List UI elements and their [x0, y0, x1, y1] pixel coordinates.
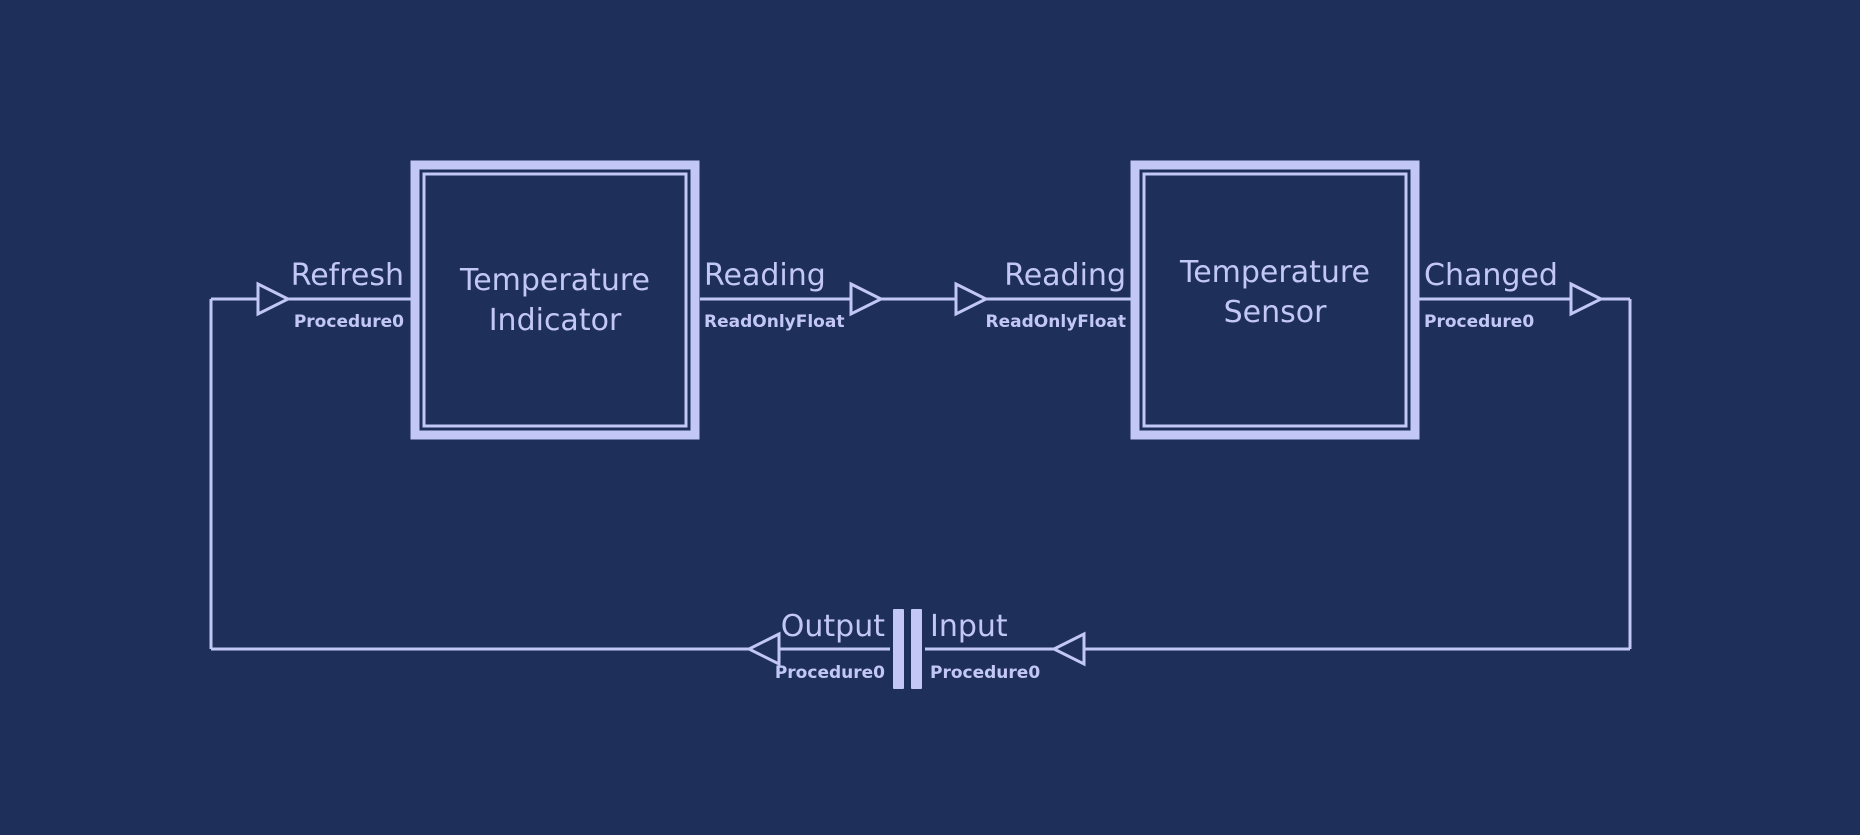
port-input[interactable]: Input Procedure0 [930, 609, 1040, 683]
node-indicator-outer-border [410, 160, 700, 440]
node-sensor-title-line1: Temperature [1179, 255, 1370, 290]
arrowhead-reading-second [954, 281, 990, 317]
arrowhead-reading-first [849, 281, 885, 317]
node-sensor-outer-border [1130, 160, 1420, 440]
port-input-type: Procedure0 [930, 663, 1040, 683]
arrowhead-changed [1569, 281, 1605, 317]
port-changed-label: Changed [1424, 258, 1558, 293]
arrowhead-output [745, 631, 781, 667]
connector-bar-left [893, 609, 904, 689]
port-output-type: Procedure0 [775, 663, 885, 683]
port-sensor-reading-label: Reading [1004, 258, 1126, 293]
arrowhead-input [1050, 631, 1086, 667]
node-temperature-sensor[interactable]: Temperature Sensor [1130, 160, 1420, 440]
port-changed-type: Procedure0 [1424, 312, 1534, 332]
port-indicator-reading-type: ReadOnlyFloat [704, 312, 844, 332]
port-input-label: Input [930, 609, 1008, 644]
port-indicator-reading-label: Reading [704, 258, 826, 293]
node-indicator-title-line2: Indicator [489, 303, 622, 338]
node-indicator-inner-border [422, 172, 688, 428]
port-refresh-label: Refresh [291, 258, 404, 293]
port-indicator-reading[interactable]: Reading ReadOnlyFloat [704, 258, 844, 332]
port-refresh-type: Procedure0 [294, 312, 404, 332]
port-output-label: Output [781, 609, 885, 644]
port-sensor-reading-type: ReadOnlyFloat [986, 312, 1126, 332]
node-temperature-indicator[interactable]: Temperature Indicator [410, 160, 700, 440]
arrowhead-refresh [256, 281, 292, 317]
port-changed[interactable]: Changed Procedure0 [1424, 258, 1558, 332]
port-refresh[interactable]: Refresh Procedure0 [291, 258, 404, 332]
node-sensor-inner-border [1142, 172, 1408, 428]
port-sensor-reading[interactable]: Reading ReadOnlyFloat [986, 258, 1126, 332]
node-indicator-title-line1: Temperature [459, 263, 650, 298]
port-output[interactable]: Output Procedure0 [775, 609, 885, 683]
node-sensor-title-line2: Sensor [1224, 295, 1327, 330]
connector-bar-right [911, 609, 922, 689]
